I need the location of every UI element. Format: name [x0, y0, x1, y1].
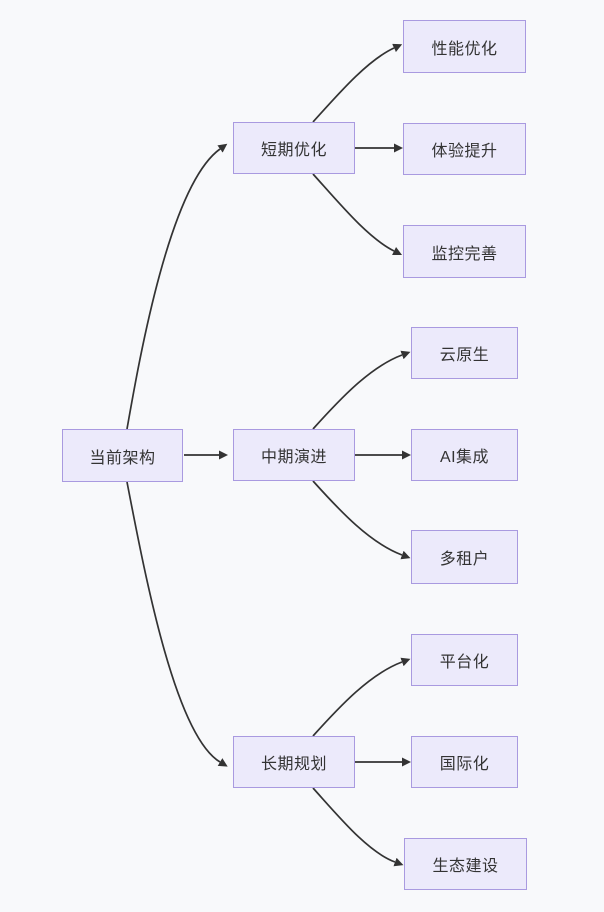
- edge-b-to-b3: [312, 480, 411, 560]
- edge-c-to-c1: [312, 657, 411, 737]
- node-short-term-optimization: 短期优化: [233, 122, 355, 174]
- node-internationalization: 国际化: [411, 736, 518, 788]
- node-ai-integration: AI集成: [411, 429, 518, 481]
- edge-c-to-c3: [312, 787, 404, 867]
- node-ecosystem-building: 生态建设: [404, 838, 527, 890]
- node-label: 性能优化: [431, 40, 498, 58]
- node-performance-optimization: 性能优化: [403, 20, 526, 73]
- node-label: 长期规划: [260, 756, 327, 773]
- node-label: 多租户: [439, 551, 490, 568]
- node-cloud-native: 云原生: [411, 327, 518, 379]
- node-label: 短期优化: [260, 142, 327, 159]
- node-label: 云原生: [439, 347, 490, 364]
- node-multi-tenant: 多租户: [411, 530, 518, 584]
- edge-root-to-c: [126, 481, 228, 767]
- node-label: 国际化: [439, 756, 490, 773]
- node-label: 体验提升: [431, 143, 498, 160]
- node-experience-improvement: 体验提升: [403, 123, 526, 175]
- node-platformization: 平台化: [411, 634, 518, 686]
- edge-b-to-b1: [312, 350, 411, 430]
- node-current-architecture: 当前架构: [62, 429, 183, 482]
- node-label: 中期演进: [260, 449, 327, 466]
- node-label: 当前架构: [89, 449, 156, 467]
- edge-a-to-a1: [312, 43, 403, 123]
- node-label: 平台化: [439, 654, 490, 671]
- node-mid-term-evolution: 中期演进: [233, 429, 355, 481]
- edge-root-to-a: [126, 143, 228, 430]
- edge-a-to-a3: [312, 173, 403, 256]
- node-monitoring-completion: 监控完善: [403, 225, 526, 278]
- node-label: 监控完善: [431, 245, 498, 263]
- node-label: AI集成: [439, 449, 490, 466]
- node-label: 生态建设: [432, 858, 499, 875]
- node-long-term-planning: 长期规划: [233, 736, 355, 788]
